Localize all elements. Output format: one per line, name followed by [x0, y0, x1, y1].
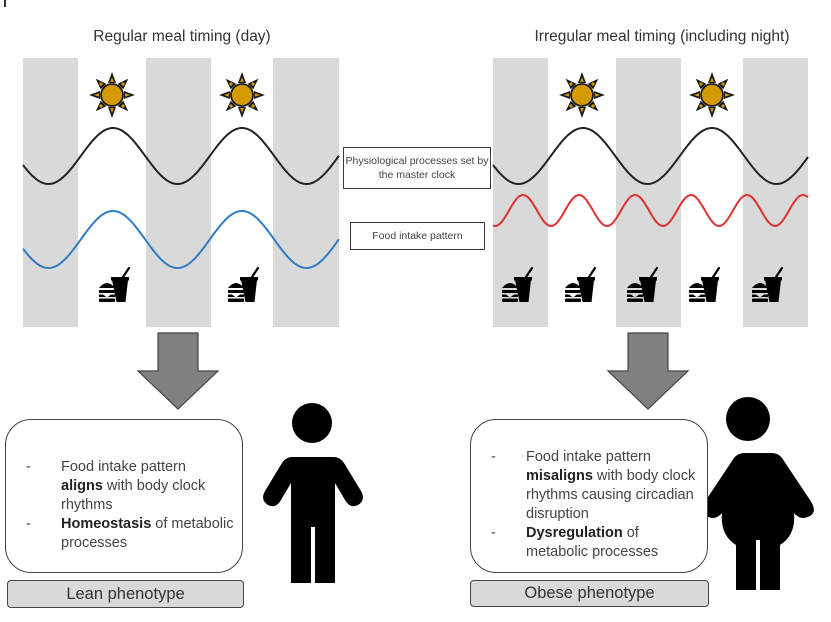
bullet-rest: of metabolic processes: [61, 516, 234, 551]
waves: [22, 126, 809, 269]
bullet-emphasis: aligns: [61, 478, 103, 494]
sun-icon: [688, 71, 736, 119]
night-band: [273, 58, 339, 327]
lean-person-icon: [263, 403, 363, 583]
night-band: [23, 58, 78, 327]
lean-outcome-box: - Food intake pattern aligns with body cl…: [5, 419, 243, 573]
burger-drink-icon: [97, 266, 131, 304]
bullet-line: Food intake pattern: [526, 449, 651, 465]
bullet-emphasis: Homeostasis: [61, 516, 152, 532]
bullet-text: Food intake pattern aligns with body cloc…: [61, 458, 234, 515]
lean-phenotype-label: Lean phenotype: [7, 580, 244, 608]
right-panel-title: Irregular meal timing (including night): [534, 28, 790, 45]
burger-drink-icon: [563, 266, 597, 304]
obese-outcome-box: - Food intake pattern misaligns with body…: [470, 419, 708, 573]
sun-icon: [88, 71, 136, 119]
burger-drink-icon: [226, 266, 260, 304]
bullet-text: Food intake pattern misaligns with body c…: [526, 448, 699, 524]
clock-rhythm-wave: [22, 126, 340, 185]
bullet-emphasis: misaligns: [526, 468, 593, 484]
bullet-text: Homeostasis of metabolic processes: [61, 515, 234, 553]
night-band: [146, 58, 211, 327]
bullet-dash: -: [491, 449, 496, 465]
obese-phenotype-label: Obese phenotype: [470, 580, 709, 607]
bullet-dash: -: [491, 525, 496, 541]
sun-icon: [218, 71, 266, 119]
clock-rhythm-wave: [492, 126, 809, 185]
bullet-rest: with body clock rhythms causing circadia…: [526, 468, 696, 522]
clock-legend-label: Physiological processes set by the maste…: [343, 147, 491, 189]
burger-drink-icon: [687, 266, 721, 304]
food-legend-label: Food intake pattern: [350, 222, 485, 250]
obese-person-icon: [702, 397, 814, 590]
sun-icon: [558, 71, 606, 119]
down-arrow-icon: [136, 332, 220, 410]
bullet-text: Dysregulation of metabolic processes: [526, 524, 699, 562]
corner-mark: [4, 0, 6, 7]
bullet-rest: of metabolic processes: [526, 525, 659, 560]
food-intake-wave: [492, 193, 809, 228]
bullet-emphasis: Dysregulation: [526, 525, 623, 541]
bullet-rest: with body clock rhythms: [61, 478, 206, 513]
bullet-dash: -: [26, 459, 31, 475]
food-intake-wave: [22, 209, 340, 269]
bullet-line: Food intake pattern: [61, 459, 186, 475]
left-panel-title: Regular meal timing (day): [93, 28, 271, 45]
down-arrow-icon: [606, 332, 690, 410]
bullet-dash: -: [26, 516, 31, 532]
